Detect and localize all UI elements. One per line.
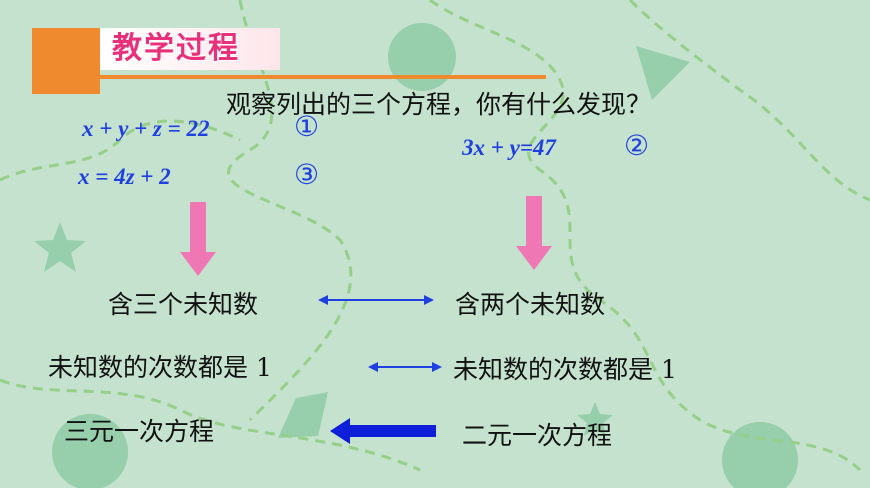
decor-dashed-path-4 [0, 119, 241, 182]
header-divider [98, 75, 546, 79]
question-text: 观察列出的三个方程，你有什么发现？ [226, 90, 652, 119]
decor-dashed-path-2 [429, 0, 862, 472]
decor-circle-bottom-left [52, 414, 128, 488]
left-label-unknowns: 含三个未知数 [108, 290, 259, 319]
decor-triangle [636, 46, 690, 100]
down-arrow-left-icon [180, 202, 216, 276]
right-label-degree: 未知数的次数都是 1 [453, 355, 677, 384]
header-accent-block [32, 28, 100, 94]
decor-star-small [577, 402, 613, 436]
double-arrow-row1-icon [318, 295, 434, 305]
equation-1-marker: ① [294, 110, 320, 143]
left-label-degree: 未知数的次数都是 1 [48, 353, 272, 382]
equation-3: x = 4z + 2 [78, 164, 171, 189]
decor-rhombus [278, 392, 328, 438]
page-title: 教学过程 [112, 31, 240, 66]
equation-3-marker: ③ [294, 158, 320, 191]
right-label-unknowns: 含两个未知数 [455, 290, 606, 319]
decor-circle-bottom-right [722, 422, 798, 488]
right-label-equation-type: 二元一次方程 [462, 421, 613, 450]
double-arrow-row2-icon [368, 362, 442, 372]
decor-dashed-path-5 [0, 378, 421, 472]
decor-circle-top [388, 23, 456, 91]
equation-1: x + y + z = 22 [82, 116, 210, 141]
bold-left-arrow-icon [330, 418, 436, 444]
left-label-equation-type: 三元一次方程 [64, 417, 215, 446]
title-banner [100, 28, 280, 70]
down-arrow-right-icon [516, 196, 552, 270]
equation-2: 3x + y=47 [462, 135, 556, 160]
equation-2-marker: ② [624, 129, 650, 162]
decor-dashed-path-3 [628, 0, 870, 202]
decor-dashed-path-1 [227, 0, 353, 422]
decor-star [34, 222, 86, 272]
